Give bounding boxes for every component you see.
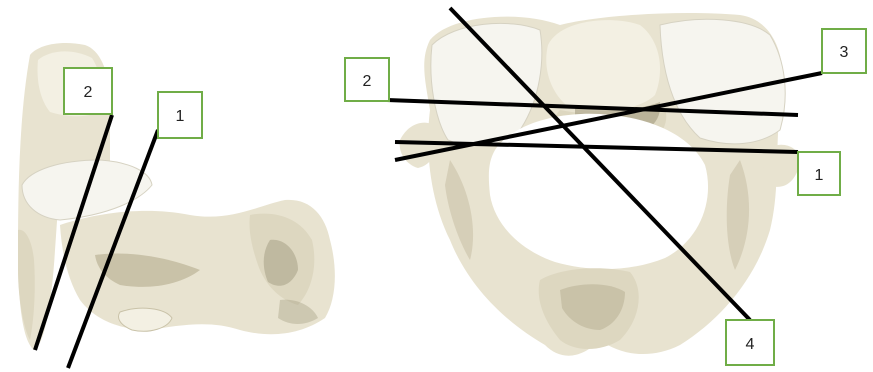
callout-left-2: 2 <box>64 68 112 114</box>
callout-label: 1 <box>815 167 824 184</box>
callout-right-4: 4 <box>726 320 774 365</box>
callout-label: 1 <box>176 108 185 125</box>
callout-right-1: 1 <box>798 152 840 195</box>
callout-label: 3 <box>840 44 849 61</box>
callout-label: 2 <box>363 73 372 90</box>
callout-right-3: 3 <box>822 29 866 73</box>
right-vertebra-superior-view <box>400 13 800 356</box>
callout-label: 4 <box>746 336 755 353</box>
callout-left-1: 1 <box>158 92 202 138</box>
callout-label: 2 <box>84 84 93 101</box>
callout-right-2: 2 <box>345 58 389 101</box>
